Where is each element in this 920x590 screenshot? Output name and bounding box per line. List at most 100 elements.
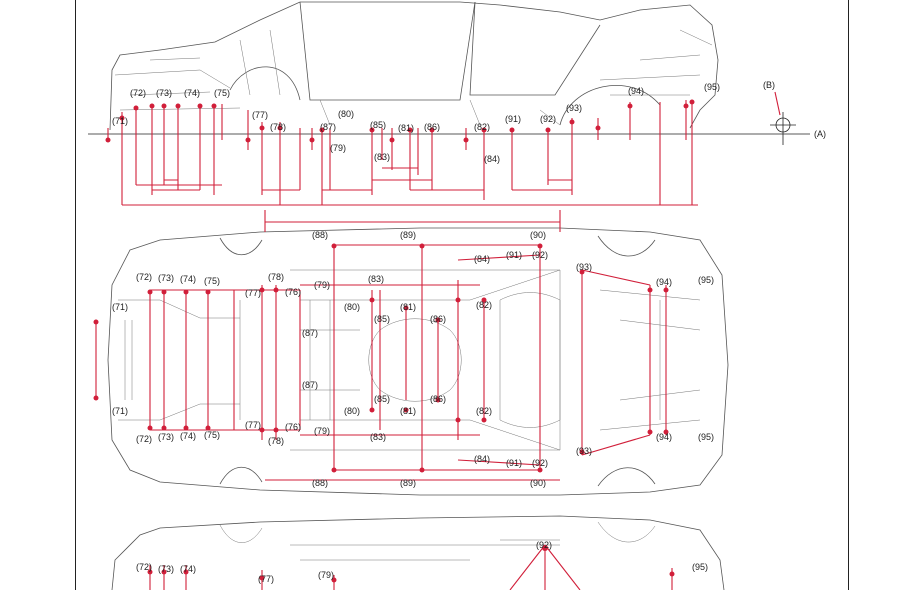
label-95-bottom: (95) <box>698 432 714 442</box>
label-95-top: (95) <box>698 275 714 285</box>
label-88-bottom: (88) <box>312 478 328 488</box>
label-87-top: (87) <box>302 328 318 338</box>
datum-a-label: (A) <box>814 129 826 139</box>
bottom-view-lower-labels: (71) (72) (73) (74) (75) (77) (78) (76) … <box>112 380 714 488</box>
label-82-top: (82) <box>476 300 492 310</box>
label-72-lower: (72) <box>136 562 152 572</box>
label-76-bottom: (76) <box>285 422 301 432</box>
label-74-lower: (74) <box>180 564 196 574</box>
label-74: (74) <box>184 88 200 98</box>
side-labels: (71) (72) (73) (74) (75) (77) (78) (87) … <box>112 82 720 164</box>
label-89-bottom: (89) <box>400 478 416 488</box>
label-80-top: (80) <box>344 302 360 312</box>
label-94-bottom: (94) <box>656 432 672 442</box>
label-79-top: (79) <box>314 280 330 290</box>
bottom-measurement-lines <box>95 210 667 481</box>
label-83-bottom: (83) <box>370 432 386 442</box>
side-measurement-lines <box>107 100 698 206</box>
label-94-top: (94) <box>656 277 672 287</box>
bottom-view: (88) (89) (90) (84) (91) (92) (93) (94) … <box>93 210 729 496</box>
label-91-top: (91) <box>506 250 522 260</box>
label-73-top: (73) <box>158 273 174 283</box>
label-95: (95) <box>704 82 720 92</box>
label-80: (80) <box>338 109 354 119</box>
label-92-lower: (92) <box>536 540 552 550</box>
frame-line-right <box>848 0 849 590</box>
label-75: (75) <box>214 88 230 98</box>
label-79-bottom: (79) <box>314 426 330 436</box>
label-73-lower: (73) <box>158 564 174 574</box>
lower-view-body-outline <box>111 515 725 590</box>
label-74-top: (74) <box>180 274 196 284</box>
label-77-lower: (77) <box>258 574 274 584</box>
label-93-top: (93) <box>576 262 592 272</box>
label-79-lower: (79) <box>318 570 334 580</box>
side-view: (A) (B) <box>88 1 826 206</box>
front-wheel-arch <box>229 66 301 101</box>
lower-view: (72) (73) (74) (77) (79) (92) (95) <box>111 515 725 590</box>
label-78: (78) <box>270 122 286 132</box>
label-72-top: (72) <box>136 272 152 282</box>
label-79: (79) <box>330 143 346 153</box>
label-85-bottom: (85) <box>374 394 390 404</box>
reference-b-label: (B) <box>763 80 775 90</box>
side-window-a <box>299 1 476 101</box>
frame-line-left <box>75 0 76 590</box>
label-73: (73) <box>156 88 172 98</box>
label-92: (92) <box>540 114 556 124</box>
label-82-bottom: (82) <box>476 406 492 416</box>
label-83-top: (83) <box>368 274 384 284</box>
label-94: (94) <box>628 86 644 96</box>
label-85: (85) <box>370 120 386 130</box>
side-window-b <box>469 1 601 96</box>
label-77: (77) <box>252 110 268 120</box>
bottom-measurement-points <box>93 243 669 473</box>
label-93-bottom: (93) <box>576 446 592 456</box>
label-71: (71) <box>112 116 128 126</box>
label-84: (84) <box>484 154 500 164</box>
label-90-bottom: (90) <box>530 478 546 488</box>
side-view-body-outline <box>109 1 719 131</box>
label-73-bottom: (73) <box>158 432 174 442</box>
label-84-top: (84) <box>474 254 490 264</box>
label-78-top: (78) <box>268 272 284 282</box>
front-wheel-wells <box>219 237 263 485</box>
label-93: (93) <box>566 103 582 113</box>
label-72-bottom: (72) <box>136 434 152 444</box>
label-87: (87) <box>320 122 336 132</box>
label-71-top: (71) <box>112 302 128 312</box>
label-89-top: (89) <box>400 230 416 240</box>
label-77-bottom: (77) <box>245 420 261 430</box>
label-91: (91) <box>505 114 521 124</box>
label-81-bottom: (81) <box>400 406 416 416</box>
label-82: (82) <box>474 122 490 132</box>
label-92-bottom: (92) <box>532 458 548 468</box>
label-71-bottom: (71) <box>112 406 128 416</box>
label-86-bottom: (86) <box>430 394 446 404</box>
label-92-top: (92) <box>532 250 548 260</box>
label-72: (72) <box>130 88 146 98</box>
bottom-view-upper-labels: (88) (89) (90) (84) (91) (92) (93) (94) … <box>112 230 714 338</box>
label-75-top: (75) <box>204 276 220 286</box>
label-95-lower: (95) <box>692 562 708 572</box>
label-91-bottom: (91) <box>506 458 522 468</box>
bottom-view-body-outline <box>107 227 729 496</box>
label-85-top: (85) <box>374 314 390 324</box>
label-80-bottom: (80) <box>344 406 360 416</box>
side-measurement-points <box>105 99 695 143</box>
label-84-bottom: (84) <box>474 454 490 464</box>
label-77-top: (77) <box>245 288 261 298</box>
label-81-top: (81) <box>400 302 416 312</box>
label-86-top: (86) <box>430 314 446 324</box>
label-87-bottom: (87) <box>302 380 318 390</box>
rear-wheel-wells <box>597 235 656 487</box>
label-74-bottom: (74) <box>180 431 196 441</box>
label-86: (86) <box>424 122 440 132</box>
label-78-bottom: (78) <box>268 436 284 446</box>
label-81: (81) <box>398 123 414 133</box>
label-88-top: (88) <box>312 230 328 240</box>
label-90-top: (90) <box>530 230 546 240</box>
label-75-bottom: (75) <box>204 430 220 440</box>
